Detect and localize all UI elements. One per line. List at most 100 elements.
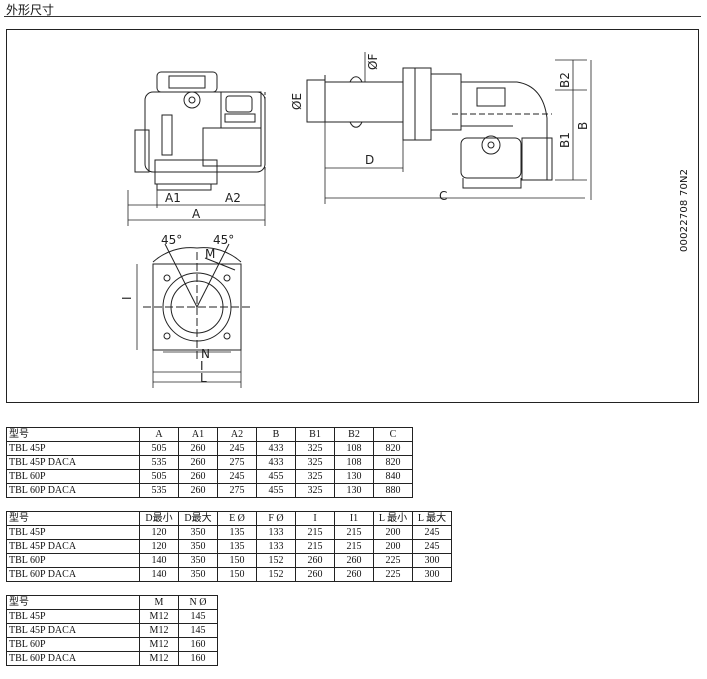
table-header-cell: M (139, 595, 179, 610)
table-header-row: 型号 M N Ø (6, 595, 218, 610)
table-cell: 120 (139, 539, 179, 554)
front-view (134, 71, 266, 191)
table-row: TBL 45P DACA 535 260 275 433 325 108 820 (6, 455, 413, 470)
table-header-cell: 型号 (6, 595, 140, 610)
table-header-cell: B2 (334, 427, 374, 442)
table-header-row: 型号 D最小 D最大 E Ø F Ø I I1 L 最小 L 最大 (6, 511, 452, 526)
table-cell: 108 (334, 455, 374, 470)
table-cell: 275 (217, 455, 257, 470)
document-code: 00022708 70N2 (679, 168, 690, 252)
table-cell: 245 (412, 525, 452, 540)
table-cell: 505 (139, 441, 179, 456)
table-cell: 215 (334, 539, 374, 554)
table-cell: 880 (373, 483, 413, 498)
dim-n: N (201, 347, 210, 361)
table-cell: 325 (295, 441, 335, 456)
table-cell: 135 (217, 525, 257, 540)
table-row: TBL 45P DACA 120 350 135 133 215 215 200… (6, 539, 452, 554)
table-cell: 350 (178, 553, 218, 568)
table-header-cell: B (256, 427, 296, 442)
table-cell: 433 (256, 441, 296, 456)
table-cell: 215 (295, 525, 335, 540)
table-header-cell: F Ø (256, 511, 296, 526)
table-cell: TBL 45P (6, 441, 140, 456)
table-row: TBL 45P 505 260 245 433 325 108 820 (6, 441, 413, 456)
table-row: TBL 60P 505 260 245 455 325 130 840 (6, 469, 413, 484)
table-row: TBL 60P DACA M12 160 (6, 651, 218, 666)
table-cell: TBL 60P DACA (6, 483, 140, 498)
table-cell: 260 (334, 553, 374, 568)
table-row: TBL 45P 120 350 135 133 215 215 200 245 (6, 525, 452, 540)
table-cell: 140 (139, 567, 179, 582)
table-cell: 433 (256, 455, 296, 470)
table-cell: 200 (373, 525, 413, 540)
side-view (306, 67, 553, 189)
table-header-cell: B1 (295, 427, 335, 442)
table-cell: 200 (373, 539, 413, 554)
table-cell: 152 (256, 567, 296, 582)
table-cell: 535 (139, 455, 179, 470)
table-cell: 120 (139, 525, 179, 540)
table-cell: 150 (217, 567, 257, 582)
dim-m: M (205, 247, 215, 261)
table-cell: 145 (178, 609, 218, 624)
table-cell: 215 (295, 539, 335, 554)
table-cell: 260 (178, 441, 218, 456)
table-cell: 245 (217, 469, 257, 484)
table-cell: TBL 45P DACA (6, 455, 140, 470)
table-row: TBL 45P DACA M12 145 (6, 623, 218, 638)
table-header-cell: C (373, 427, 413, 442)
table-cell: M12 (139, 609, 179, 624)
table-header-cell: A (139, 427, 179, 442)
table-cell: 133 (256, 525, 296, 540)
table-cell: TBL 45P (6, 609, 140, 624)
title-rule (4, 16, 701, 17)
table-header-cell: E Ø (217, 511, 257, 526)
dim-a2: A2 (225, 191, 241, 205)
table-cell: 300 (412, 567, 452, 582)
table-header-cell: 型号 (6, 427, 140, 442)
technical-drawing: A1 A2 A ØE ØF D C B2 B1 B 45° 45° M N I … (120, 52, 592, 388)
table-cell: 260 (178, 483, 218, 498)
table-header-cell: D最大 (178, 511, 218, 526)
dimensions-table-2: 型号 D最小 D最大 E Ø F Ø I I1 L 最小 L 最大 TBL 45… (6, 511, 452, 582)
table-header-cell: A2 (217, 427, 257, 442)
dim-i: I (200, 359, 204, 373)
table-cell: 145 (178, 623, 218, 638)
table-row: TBL 60P DACA 535 260 275 455 325 130 880 (6, 483, 413, 498)
table-cell: 325 (295, 483, 335, 498)
dim-b1: B1 (558, 132, 572, 148)
table-cell: 225 (373, 553, 413, 568)
table-cell: 300 (412, 553, 452, 568)
dimensions-table-3: 型号 M N Ø TBL 45P M12 145 TBL 45P DACA M1… (6, 595, 218, 666)
table-header-cell: I1 (334, 511, 374, 526)
table-cell: TBL 60P (6, 637, 140, 652)
dimensions-table-1: 型号 A A1 A2 B B1 B2 C TBL 45P 505 260 245… (6, 427, 413, 498)
table-cell: 260 (334, 567, 374, 582)
table-row: TBL 60P M12 160 (6, 637, 218, 652)
table-cell: TBL 60P (6, 553, 140, 568)
table-cell: 820 (373, 455, 413, 470)
table-cell: 245 (412, 539, 452, 554)
table-header-cell: L 最小 (373, 511, 413, 526)
table-cell: 225 (373, 567, 413, 582)
table-header-cell: D最小 (139, 511, 179, 526)
table-cell: 245 (217, 441, 257, 456)
flange-view (143, 243, 251, 362)
table-cell: 260 (295, 553, 335, 568)
table-cell: 535 (139, 483, 179, 498)
table-cell: TBL 45P (6, 525, 140, 540)
table-header-cell: 型号 (6, 511, 140, 526)
table-cell: 350 (178, 539, 218, 554)
dim-b2: B2 (558, 72, 572, 88)
table-cell: 260 (178, 469, 218, 484)
table-cell: 135 (217, 539, 257, 554)
table-cell: M12 (139, 623, 179, 638)
dim-l: L (200, 371, 207, 385)
table-cell: 160 (178, 637, 218, 652)
table-cell: 140 (139, 553, 179, 568)
table-cell: 160 (178, 651, 218, 666)
dim-i1: I (120, 296, 134, 300)
angle-label-left: 45° (161, 233, 182, 247)
page-title: 外形尺寸 (6, 3, 55, 17)
